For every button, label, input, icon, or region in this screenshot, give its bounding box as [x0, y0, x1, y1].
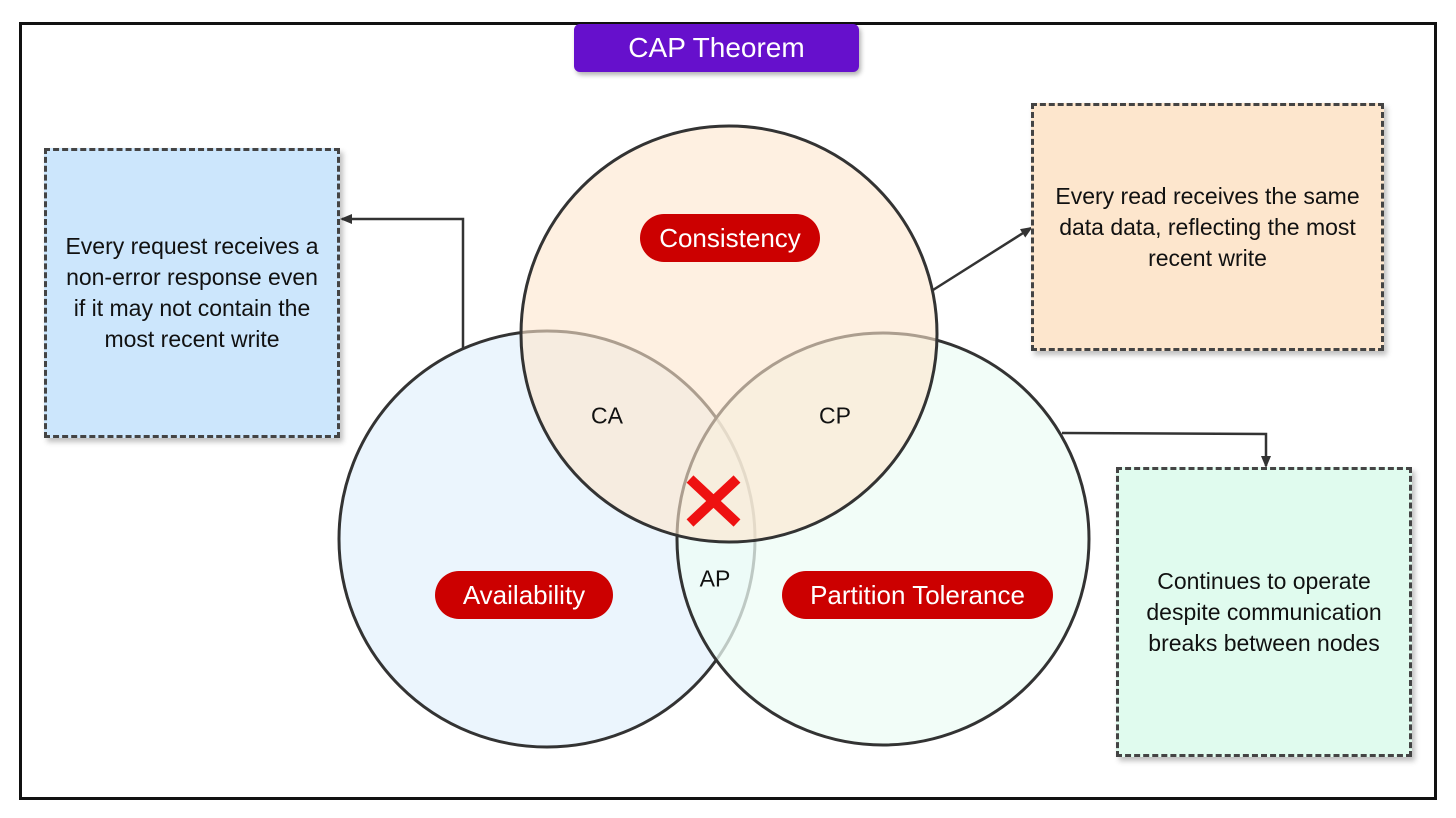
partition-note-text: Continues to operate despite communicati… — [1146, 567, 1382, 656]
consistency-note-text: Every read receives the same data data, … — [1055, 182, 1360, 271]
title-badge: CAP Theorem — [574, 24, 859, 72]
availability-note: Every request receives a non-error respo… — [44, 148, 340, 438]
availability-note-text: Every request receives a non-error respo… — [65, 233, 319, 352]
partition-note: Continues to operate despite communicati… — [1116, 467, 1412, 757]
partition-tolerance-label: Partition Tolerance — [782, 571, 1053, 619]
intersection-ap-label: AP — [699, 565, 731, 592]
connector-availability — [340, 214, 465, 348]
consistency-label: Consistency — [640, 214, 820, 262]
circle-consistency — [519, 124, 939, 544]
intersection-ca-label: CA — [591, 402, 623, 429]
availability-label: Availability — [435, 571, 613, 619]
red-x-icon — [686, 475, 741, 527]
consistency-note: Every read receives the same data data, … — [1031, 103, 1384, 351]
intersection-cp-label: CP — [819, 402, 851, 429]
connector-partition — [1061, 431, 1271, 468]
title-text: CAP Theorem — [628, 32, 805, 63]
connector-consistency — [932, 226, 1033, 292]
